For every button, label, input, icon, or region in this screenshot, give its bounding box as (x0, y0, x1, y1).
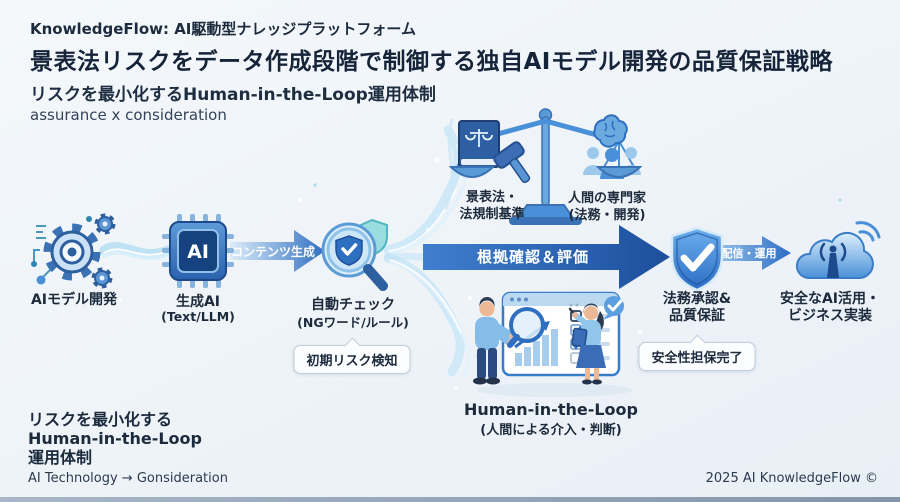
page-tagline: assurance x consideration (30, 106, 227, 124)
small-gear-top (94, 213, 116, 235)
legal-approval-label-2: 品質保証 (669, 308, 725, 324)
magnifier-shield-icon (321, 218, 388, 291)
wifi-icon (855, 221, 881, 242)
hand-magnifier (509, 307, 545, 343)
hitl-label: Human-in-the-Loop (464, 400, 638, 419)
reviewer-woman (568, 303, 606, 385)
antenna-icon (819, 242, 847, 278)
deploy-arrow: 配信・運用 (714, 236, 791, 270)
experts-label-1: 人間の専門家 (567, 191, 647, 206)
evidence-evaluation-arrow: 根拠確認＆評価 (423, 225, 670, 289)
bottom-left-heading: リスクを最小化する Human-in-the-Loop 運用体制 (28, 410, 202, 467)
small-gear-bottom (91, 267, 113, 289)
gen-ai-label: 生成AI (175, 294, 221, 310)
footer-credit: 2025 AI KnowledgeFlow © (705, 471, 878, 486)
bottom-left-tagline: AI Technology → Gonsideration (28, 471, 228, 486)
app-kicker: KnowledgeFlow: AI駆動型ナレッジプラットフォーム (30, 20, 416, 38)
shield-check-icon (670, 226, 724, 292)
legal-basis-label-1: 景表法・ (465, 190, 519, 205)
safe-ai-label-2: ビジネス実装 (788, 308, 872, 324)
content-generation-arrow: コンテンツ生成 (230, 230, 325, 272)
check-mark (341, 243, 358, 256)
cloud-broadcast-icon (796, 221, 881, 279)
balance-scale-icon (448, 108, 643, 225)
big-gear (43, 223, 101, 281)
gears-icon (31, 213, 116, 289)
deploy-arrow-label: 配信・運用 (722, 246, 777, 260)
clipboard (571, 327, 588, 348)
ai-chip-icon: AI (162, 214, 234, 288)
bottom-left-line3: 運用体制 (28, 448, 93, 467)
experts-label-2: (法務・開発) (568, 208, 646, 223)
bottom-edge-bar (0, 497, 900, 502)
gen-ai-sublabel: (Text/LLM) (161, 309, 235, 324)
safe-ai-label-1: 安全なAI活用・ (779, 291, 881, 307)
hitl-sublabel: (人間による介入・判断) (480, 423, 622, 438)
bar-chart (515, 329, 558, 366)
reviewer-man (473, 297, 545, 385)
initial-risk-callout: 初期リスク検知 (293, 345, 411, 374)
bottom-left-line1: リスクを最小化する (28, 410, 173, 429)
human-review-illustration (473, 291, 633, 397)
page-subtitle: リスクを最小化するHuman-in-the-Loop運用体制 (30, 85, 436, 105)
page-title: 景表法リスクをデータ作成段階で制御する独自AIモデル開発の品質保証戦略 (30, 49, 833, 75)
check-mark (680, 243, 715, 272)
auto-check-sublabel: (NGワード/ルール) (297, 315, 409, 330)
auto-check-label: 自動チェック (311, 297, 395, 313)
chip-label: AI (187, 241, 209, 263)
model-dev-label: AIモデル開発 (30, 292, 118, 308)
legal-basis-label-2: 法規制基準 (459, 207, 525, 222)
approval-bubble (603, 296, 624, 320)
magnifier-handle (363, 264, 388, 291)
sparkle-dots (118, 157, 643, 390)
safety-assured-callout: 安全性担保完了 (638, 342, 756, 371)
bottom-left-line2: Human-in-the-Loop (28, 429, 202, 448)
evidence-arrow-label: 根拠確認＆評価 (477, 248, 589, 266)
content-arrow-label: コンテンツ生成 (231, 244, 315, 259)
legal-approval-label-1: 法務承認& (662, 291, 732, 307)
law-book-gavel-icon (458, 120, 531, 184)
